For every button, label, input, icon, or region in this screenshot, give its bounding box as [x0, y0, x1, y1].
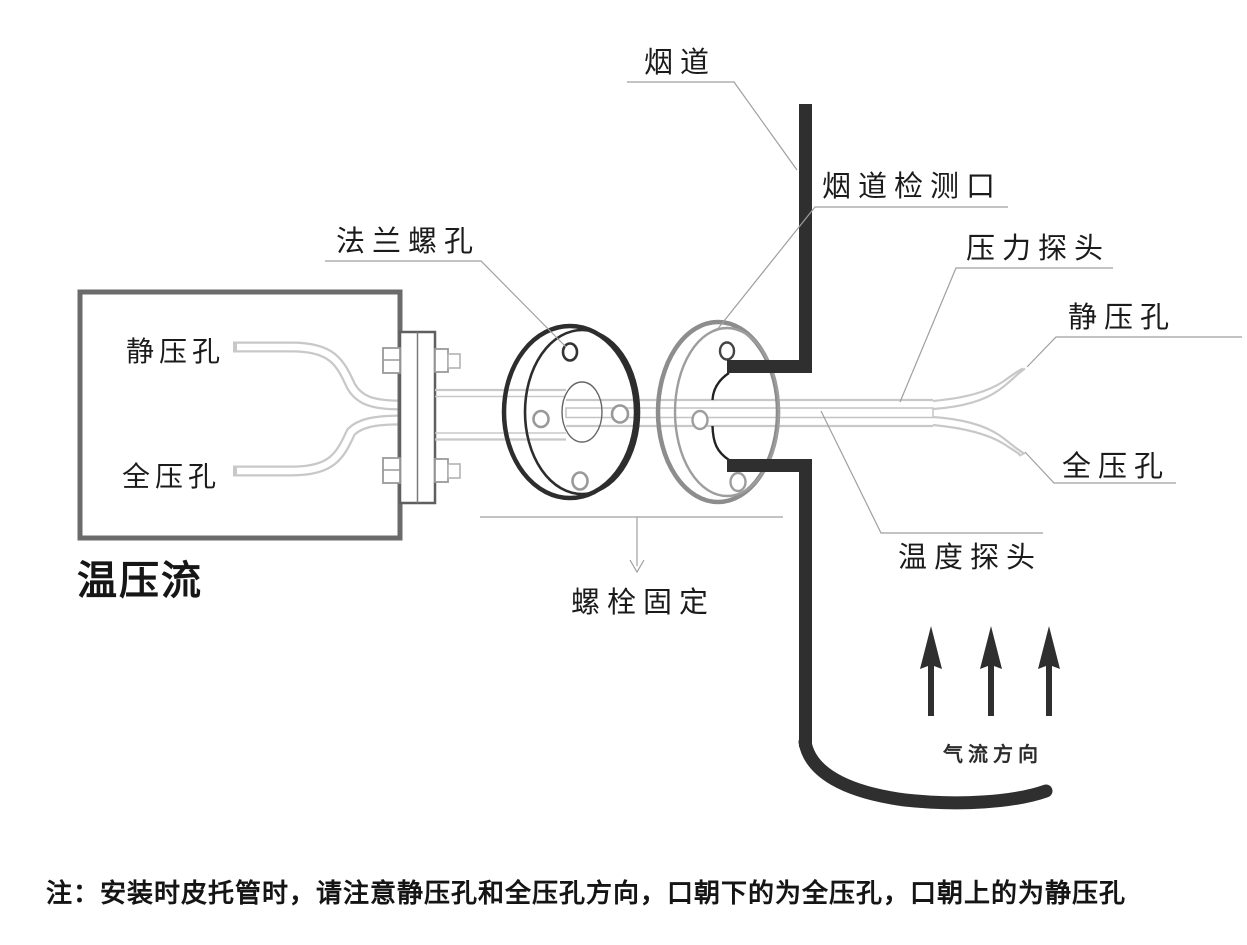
duct-flange-group — [655, 319, 781, 505]
label-temperature-probe: 温度探头 — [898, 541, 1042, 574]
flange-bolt-hole — [729, 471, 747, 493]
label-static-hole-left: 静压孔 — [126, 336, 225, 368]
inspection-port-bottom — [727, 459, 812, 472]
leader-total-hole-right — [1024, 451, 1176, 484]
inspection-port-top — [727, 360, 812, 373]
label-inspection-port: 烟道检测口 — [822, 170, 1002, 203]
duct-flange-face — [673, 326, 781, 498]
total-tip-outer — [932, 423, 1021, 456]
connector-bolt-washer — [447, 353, 461, 369]
flue-wall-upper — [799, 104, 812, 362]
leader-flue — [627, 81, 798, 171]
pitot-tube-run — [435, 388, 934, 441]
label-airflow-direction: 气流方向 — [942, 742, 1043, 766]
label-flue: 烟道 — [644, 46, 716, 79]
flange-bolt-hole — [718, 341, 736, 361]
tube-total-left — [233, 414, 401, 477]
leader-inspection-port — [715, 206, 1008, 332]
main-flange-center-hole — [561, 381, 603, 443]
label-total-hole-right: 全压孔 — [1062, 450, 1170, 483]
airflow-arrow — [980, 626, 1002, 716]
airflow-arrow — [920, 626, 942, 716]
static-tip-inner — [932, 367, 1026, 411]
label-device-name: 温压流 — [77, 559, 203, 603]
leader-temperature-probe — [820, 410, 1043, 534]
device-box-group — [77, 289, 461, 541]
label-pressure-probe: 压力探头 — [966, 232, 1110, 265]
connector-bolt — [434, 348, 449, 373]
airflow-arrows — [920, 626, 1060, 716]
bolt-fixing-arrowhead — [629, 559, 645, 574]
tube-total-left-bore — [237, 416, 401, 475]
flange-bolt-hole — [571, 471, 589, 491]
main-flange-face — [523, 328, 641, 496]
flange-bolt-hole — [532, 409, 550, 429]
leader-static-hole-right — [1026, 336, 1242, 368]
port-rim-arc — [711, 372, 730, 401]
static-tip-outer — [932, 367, 1024, 403]
flue-wall-lower — [799, 470, 812, 747]
port-rim-arc — [711, 425, 730, 461]
label-bolt-fixing: 螺栓固定 — [571, 586, 715, 619]
pitot-tips-group — [932, 367, 1026, 457]
tube-static-left — [233, 341, 401, 411]
connector-bolt-washer — [447, 463, 461, 479]
flue-wall-group — [711, 104, 1053, 810]
leader-flange-holes — [325, 260, 567, 348]
flange-bolt-hole — [691, 409, 709, 431]
flange-bolt-hole — [561, 342, 579, 362]
main-flange-group — [501, 323, 641, 501]
total-tip-beak — [1011, 444, 1026, 457]
label-total-hole-left: 全压孔 — [122, 461, 221, 493]
airflow-arrow — [1038, 626, 1060, 716]
main-flange-rim — [501, 323, 639, 501]
leader-lines — [325, 81, 1242, 574]
flue-bottom-bend — [798, 735, 1053, 810]
label-flange-holes: 法兰螺孔 — [336, 225, 480, 258]
text-labels: 烟道 烟道检测口 压力探头 静压孔 全压孔 温度探头 法兰螺孔 静压孔 全压孔 … — [46, 46, 1176, 908]
pitot-inner-tube — [565, 407, 934, 419]
label-static-hole-right: 静压孔 — [1068, 301, 1176, 334]
note-text: 注：安装时皮托管时，请注意静压孔和全压孔方向，口朝下的为全压孔，口朝上的为静压孔 — [46, 878, 1126, 908]
device-box — [77, 289, 403, 541]
flange-bolt-hole — [610, 404, 630, 424]
connector-bolt — [434, 458, 449, 483]
tube-static-left-bore — [237, 343, 401, 409]
leader-pressure-probe — [899, 267, 1113, 403]
